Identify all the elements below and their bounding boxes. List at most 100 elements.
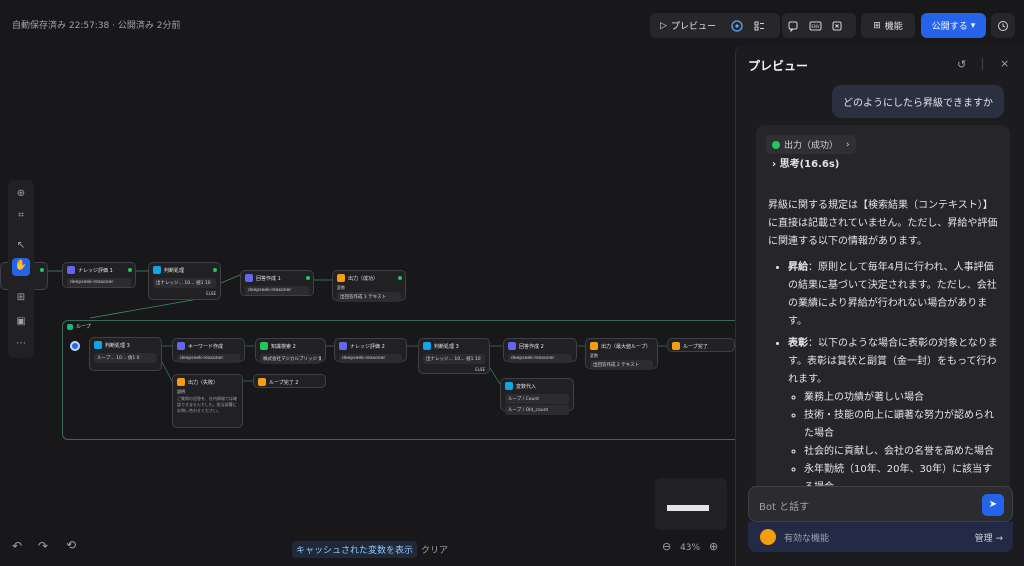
node-title: 知識検索 2 — [271, 343, 296, 350]
node-answer-2[interactable]: 回答作成 2 deepseek-reasoner — [503, 338, 577, 363]
list-icon[interactable] — [748, 13, 770, 38]
desc-label: 説明 — [177, 389, 185, 394]
undo-icon[interactable]: ↶ — [12, 539, 23, 553]
zoom-in-icon[interactable]: ⊕ — [709, 540, 719, 553]
item-label: 昇給 — [788, 262, 808, 273]
loop-title: ループ — [76, 324, 91, 330]
node-title: 出力（最大値ループ） — [601, 343, 651, 350]
answer-list: 昇給：原則として毎年4月に行われ、人事評価の結果に基づいて決定されます。ただし、… — [768, 259, 1000, 497]
preview-panel: プレビュー ↺ × どのようにしたら昇級できますか 出力（成功） › › 思考(… — [735, 45, 1024, 566]
comment-icon[interactable] — [782, 13, 804, 38]
layout-icon[interactable]: ⊞ — [16, 292, 26, 303]
loop-icon — [67, 323, 73, 330]
assign-row: ループ / Old_count — [505, 405, 569, 415]
else-label: ELSE — [475, 367, 485, 372]
answer-item: 昇給：原則として毎年4月に行われ、人事評価の結果に基づいて決定されます。ただし、… — [788, 259, 1000, 331]
model-pill: deepseek-reasoner — [245, 286, 309, 295]
tools-toolbar: ENV — [782, 13, 856, 38]
zoom-level: 43% — [680, 543, 701, 553]
publish-button[interactable]: 公開する ▾ — [921, 13, 986, 38]
reset-icon[interactable]: ↺ — [957, 58, 967, 71]
history-icon — [991, 13, 1015, 38]
output-icon — [590, 342, 598, 350]
var-label: 変数 — [590, 353, 598, 358]
model-pill: deepseek-reasoner — [339, 354, 402, 363]
zoom-out-icon[interactable]: ⊖ — [662, 540, 672, 553]
minimap-icon[interactable]: ▣ — [16, 316, 26, 327]
node-var-assign[interactable]: 変数代入 ループ / Count ループ / Old_count — [500, 378, 574, 415]
condition-row: 出ナレッジ… 10… 値1 10 — [153, 278, 216, 288]
features-button[interactable]: ⊞ 機能 — [861, 13, 915, 38]
chevron-right-icon: › — [772, 159, 777, 170]
sub-item: 技術・技能の向上に顕著な努力が認められた場合 — [804, 407, 1000, 443]
cached-vars-button[interactable]: キャッシュされた変数を表示 — [292, 541, 418, 558]
model-pill: deepseek-reasoner — [67, 278, 131, 287]
pointer-icon[interactable]: ↖ — [16, 240, 26, 251]
history-icon[interactable]: ⟲ — [66, 538, 77, 552]
note-icon[interactable]: ⌗ — [18, 210, 24, 221]
redo-icon[interactable]: ↷ — [38, 539, 49, 553]
preview-button[interactable]: ▷ プレビュー — [650, 13, 726, 38]
debug-icon[interactable] — [726, 13, 748, 38]
canvas-toolbar: ⊕ ⌗ ↖ ✋ ⊞ ▣ ⋯ — [8, 180, 34, 358]
node-title: 判断処理 3 — [434, 343, 459, 350]
arrow-right-icon: → — [995, 534, 1003, 544]
chat-input[interactable]: Bot と話す ➤ — [748, 486, 1013, 522]
node-judge-2[interactable]: 判断処理 3 出ナレッジ… 10… 値1 10 ELSE — [418, 338, 490, 374]
node-knowledge-1[interactable]: ナレッジ評価 1 deepseek-reasoner — [62, 262, 136, 288]
node-title: ループ完了 2 — [269, 379, 299, 386]
node-answer-1[interactable]: 回答作成 1 deepseek-reasoner — [240, 270, 314, 296]
node-keyword[interactable]: キーワード作成 deepseek-reasoner — [172, 338, 245, 363]
node-title: ループ完了 — [683, 343, 708, 350]
workflow-canvas[interactable] — [0, 48, 735, 566]
node-search-2[interactable]: 知識検索 2 株式会社マジカルブリッジ 業務… — [255, 338, 326, 364]
history-button[interactable] — [991, 13, 1015, 38]
condition-row: 出ナレッジ… 10… 値1 10 — [423, 354, 485, 364]
manage-button[interactable]: 管理 → — [975, 531, 1003, 544]
node-title: 回答作成 1 — [256, 275, 281, 282]
minimap[interactable] — [655, 478, 727, 530]
output-status[interactable]: 出力（成功） › — [766, 135, 856, 154]
sub-item: 社会的に貢献し、会社の名誉を高めた場合 — [804, 443, 1000, 461]
node-loop-end[interactable]: ループ完了 — [667, 338, 735, 352]
chevron-right-icon: › — [846, 139, 850, 150]
variable-icon — [505, 382, 513, 390]
branch-icon — [153, 266, 161, 274]
send-button[interactable]: ➤ — [982, 494, 1004, 516]
hand-icon[interactable]: ✋ — [12, 258, 30, 276]
model-pill: deepseek-reasoner — [508, 354, 572, 363]
node-judge-1[interactable]: 判断処理 出ナレッジ… 10… 値1 10 ELSE — [148, 262, 221, 300]
item-label: 表彰 — [788, 338, 808, 349]
divider — [982, 58, 983, 70]
var-pill: 出回答作成 2 テキスト — [590, 360, 653, 370]
node-title: 判断処理 — [164, 267, 185, 274]
manage-label: 管理 — [974, 534, 993, 544]
node-judge-3[interactable]: 判断処理 3 ループ… 10… 値1 0 — [89, 337, 162, 371]
knowledge-icon — [339, 342, 347, 350]
publish-label: 公開する — [931, 22, 968, 32]
var-pill: 出回答作成 1 テキスト — [337, 292, 401, 302]
preview-toolbar: ▷ プレビュー — [650, 13, 780, 38]
node-loop-end-2[interactable]: ループ完了 2 — [253, 374, 326, 388]
top-bar: 自動保存済み 22:57:38 · 公開済み 2分前 ▷ プレビュー ENV ⊞… — [0, 0, 1024, 48]
user-message: どのようにしたら昇級できますか — [832, 85, 1004, 118]
answer-intro: 昇級に関する規定は【検索結果（コンテキスト）】に直接は記載されていません。ただし… — [768, 200, 998, 247]
item-text: ：以下のような場合に表彰の対象となります。表彰は賞状と副賞（金一封）をもって行わ… — [788, 338, 998, 385]
answer-body: 昇級に関する規定は【検索結果（コンテキスト）】に直接は記載されていません。ただし… — [768, 197, 1000, 497]
add-node-icon[interactable]: ⊕ — [16, 188, 26, 199]
close-box-icon[interactable] — [826, 13, 848, 38]
llm-icon — [177, 342, 185, 350]
node-output-fail[interactable]: 出力（失敗） 説明 ご質問の回答を、社内情報では確認できませんでした。担当部署に… — [172, 374, 243, 428]
node-output-success[interactable]: 出力（成功） 変数 出回答作成 1 テキスト — [332, 270, 406, 302]
more-icon[interactable]: ⋯ — [16, 338, 26, 349]
thinking-label: 思考(16.6s) — [779, 159, 840, 170]
llm-icon — [245, 274, 253, 282]
thinking-toggle[interactable]: › 思考(16.6s) — [772, 155, 839, 170]
node-knowledge-2[interactable]: ナレッジ評価 2 deepseek-reasoner — [334, 338, 407, 363]
env-icon[interactable]: ENV — [804, 13, 826, 38]
node-output-max[interactable]: 出力（最大値ループ） 変数 出回答作成 2 テキスト — [585, 338, 658, 370]
clear-button[interactable]: クリア — [421, 546, 449, 556]
status-dot — [40, 268, 44, 272]
close-icon[interactable]: × — [1000, 57, 1010, 70]
features-bar: 有効な機能 管理 → — [748, 522, 1013, 552]
